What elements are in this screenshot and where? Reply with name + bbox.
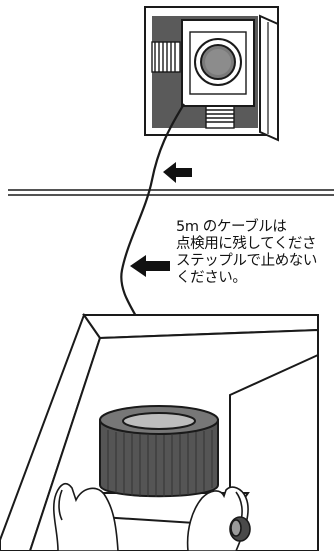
fan-louvers xyxy=(107,430,213,497)
note-line-1: 5m のケーブルは xyxy=(176,219,287,235)
wall-knob xyxy=(229,516,251,542)
note-line-3: ステップルで止めない xyxy=(176,253,317,269)
left-spring xyxy=(151,41,181,73)
cable-instruction-note: 5m のケーブルは 点検用に残してくださ ステップルで止めない ください。 xyxy=(176,219,334,287)
left-hand xyxy=(52,482,119,551)
note-line-4: ください。 xyxy=(176,270,247,286)
left-arrow-icon xyxy=(130,255,170,277)
bottom-spring xyxy=(205,105,235,129)
note-line-2: 点検用に残してくださ xyxy=(176,236,317,252)
ceiling-line xyxy=(8,189,334,196)
ceiling-unit xyxy=(144,6,279,142)
fan-inner xyxy=(122,412,196,430)
side-door xyxy=(259,14,279,142)
motor-highlight xyxy=(205,49,231,75)
left-arrow-icon xyxy=(163,162,192,183)
